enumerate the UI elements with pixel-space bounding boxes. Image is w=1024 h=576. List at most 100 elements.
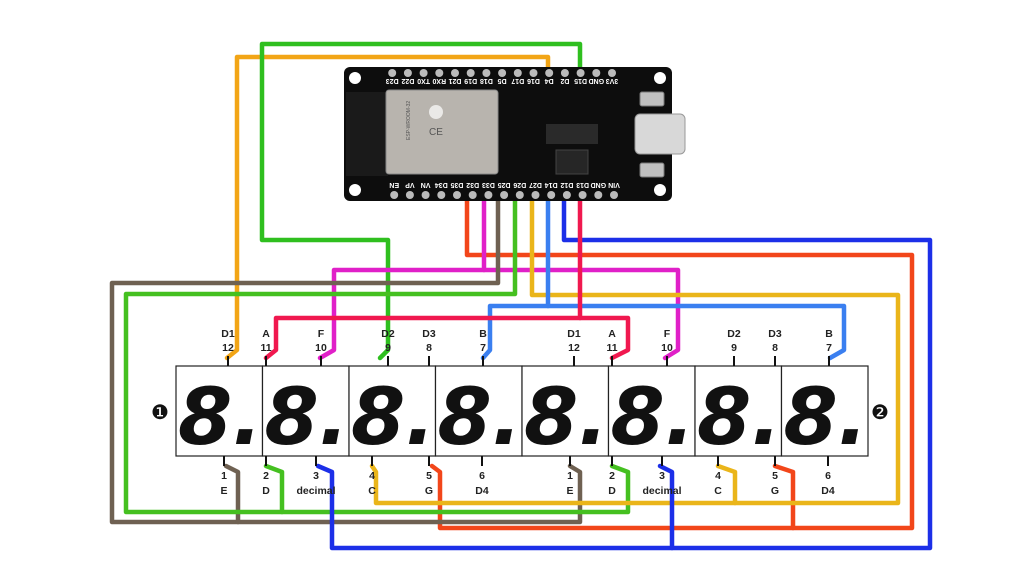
pin-name: D4 bbox=[821, 485, 835, 497]
digit-cell bbox=[694, 365, 783, 457]
pin-label: TX0 bbox=[417, 77, 430, 84]
pin-label: GND bbox=[591, 181, 607, 188]
display-number-marker: ❷ bbox=[871, 402, 889, 424]
pin-name: F bbox=[664, 328, 671, 340]
pin-number: 6 bbox=[479, 470, 485, 482]
pin-number: 2 bbox=[609, 470, 615, 482]
pin-label: D25 bbox=[498, 181, 511, 188]
pin-name: D bbox=[262, 485, 270, 497]
pin-label: D19 bbox=[464, 77, 477, 84]
pin-number: 10 bbox=[315, 342, 327, 354]
wire-d12 bbox=[315, 194, 933, 551]
esp32-board: ESP-WROOM-32 CE 3V3GNDD15D2D4D16D17D5D18… bbox=[344, 67, 686, 201]
header-pin bbox=[513, 69, 522, 77]
header-pin bbox=[421, 191, 430, 199]
pin-label: D23 bbox=[386, 77, 399, 84]
pin-label: D16 bbox=[527, 77, 540, 84]
header-pin bbox=[388, 69, 397, 77]
header-pin bbox=[498, 69, 507, 77]
wire-d15 bbox=[259, 41, 583, 361]
pin-name: E bbox=[566, 485, 573, 497]
digit-cell bbox=[780, 365, 869, 457]
pin-name: G bbox=[425, 485, 433, 497]
header-pin bbox=[419, 69, 428, 77]
mount-hole bbox=[349, 72, 361, 84]
header-pin bbox=[437, 191, 446, 199]
pin-label: D18 bbox=[480, 77, 493, 84]
pin-label: D12 bbox=[560, 181, 573, 188]
pin-number: 11 bbox=[260, 342, 271, 354]
pin-number: 7 bbox=[480, 342, 486, 354]
display-2: 8.8.8.8.12D111A10F9D28D37B1E2D3decimal4C… bbox=[521, 328, 889, 497]
pin-number: 4 bbox=[369, 470, 375, 482]
header-pin bbox=[547, 191, 556, 199]
header-pin bbox=[529, 69, 538, 77]
wires bbox=[109, 41, 933, 551]
seven-segment-displays: 8.8.8.8.12D111A10F9D28D37B1E2D3decimal4C… bbox=[151, 328, 889, 497]
pin-name: C bbox=[368, 485, 376, 497]
wire-d4 bbox=[224, 54, 551, 361]
pin-number: 9 bbox=[385, 342, 391, 354]
header-pin bbox=[435, 69, 444, 77]
pin-number: 1 bbox=[567, 470, 573, 482]
digit-glyph: 8. bbox=[697, 373, 781, 463]
pin-number: 7 bbox=[826, 342, 832, 354]
pin-label: D27 bbox=[529, 181, 542, 188]
header-pin bbox=[468, 191, 477, 199]
wire-d32 bbox=[772, 463, 796, 531]
pin-number: 3 bbox=[659, 470, 665, 482]
wire-d13 bbox=[577, 194, 631, 361]
pin-label: RX0 bbox=[432, 77, 446, 84]
wire-d33 bbox=[317, 194, 487, 361]
wire-d14 bbox=[545, 194, 847, 361]
header-pin bbox=[515, 191, 524, 199]
digit-glyph: 8. bbox=[351, 373, 435, 463]
boot-button[interactable] bbox=[639, 91, 665, 107]
header-pin bbox=[592, 69, 601, 77]
pin-name: F bbox=[318, 328, 325, 340]
pin-number: 12 bbox=[222, 342, 234, 354]
wire-d13 bbox=[263, 315, 583, 361]
bottom-header: VINGNDD13D12D14D27D26D25D33D32D35D34VNVP… bbox=[389, 181, 620, 199]
header-pin bbox=[466, 69, 475, 77]
header-pin bbox=[451, 69, 459, 77]
module-label: ESP-WROOM-32 bbox=[406, 101, 412, 140]
usb-c-port bbox=[634, 113, 686, 155]
pin-label: VIN bbox=[608, 181, 620, 188]
digit-glyph: 8. bbox=[784, 373, 868, 463]
display-number-marker: ❶ bbox=[151, 402, 169, 424]
en-button[interactable] bbox=[639, 162, 665, 178]
pin-name: C bbox=[714, 485, 722, 497]
header-pin bbox=[531, 191, 540, 199]
pin-name: A bbox=[608, 328, 616, 340]
pin-name: decimal bbox=[296, 485, 335, 497]
pin-name: D4 bbox=[475, 485, 489, 497]
pin-number: 3 bbox=[313, 470, 319, 482]
pin-label: VP bbox=[405, 181, 415, 188]
ce-mark-icon: CE bbox=[429, 127, 443, 138]
mount-hole bbox=[349, 184, 361, 196]
pin-name: D1 bbox=[221, 328, 235, 340]
pin-number: 5 bbox=[772, 470, 778, 482]
pin-number: 8 bbox=[772, 342, 778, 354]
wroom-module bbox=[385, 89, 499, 175]
header-pin bbox=[500, 191, 509, 199]
pin-label: D34 bbox=[435, 181, 448, 188]
pin-label: GND bbox=[589, 77, 605, 84]
pin-name: D3 bbox=[422, 328, 436, 340]
pin-number: 4 bbox=[715, 470, 721, 482]
pin-label: 3V3 bbox=[606, 77, 619, 84]
wire-d26 bbox=[123, 194, 518, 515]
digit-glyph: 8. bbox=[265, 373, 349, 463]
pin-number: 9 bbox=[731, 342, 737, 354]
pin-name: A bbox=[262, 328, 270, 340]
antenna-area bbox=[346, 92, 388, 176]
header-pin bbox=[453, 191, 461, 199]
digit-cell bbox=[521, 365, 610, 457]
header-pin bbox=[390, 191, 399, 199]
pin-label: EN bbox=[389, 181, 399, 188]
pin-label: D2 bbox=[560, 77, 569, 84]
pin-label: D4 bbox=[545, 77, 554, 84]
pin-name: D3 bbox=[768, 328, 782, 340]
pin-label: D33 bbox=[482, 181, 495, 188]
